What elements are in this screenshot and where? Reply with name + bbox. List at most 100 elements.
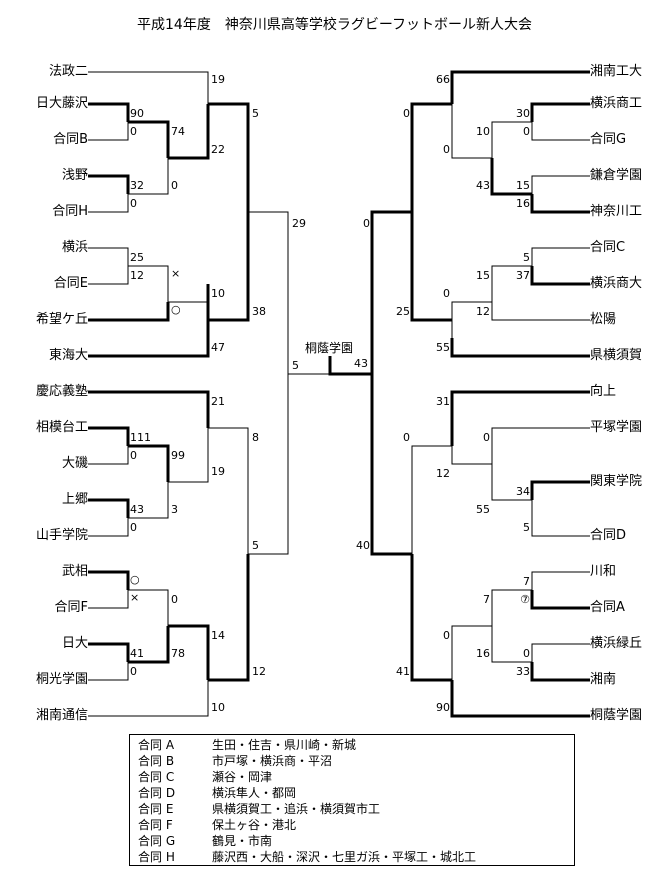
score: 14 xyxy=(211,629,225,642)
team-right-17: 湘南 xyxy=(590,672,617,687)
team-left-15: 武相 xyxy=(61,564,88,579)
team-right-18: 桐蔭学園 xyxy=(590,708,643,723)
win-mark: ○ xyxy=(130,573,140,586)
page-title: 平成14年度 神奈川県高等学校ラグビーフットボール新人大会 xyxy=(137,17,532,33)
legend-value: 瀬谷・岡津 xyxy=(212,770,273,784)
score: 7 xyxy=(523,575,530,588)
legend-key: 合同 F xyxy=(138,818,173,832)
score: 5 xyxy=(523,251,530,264)
score: 32 xyxy=(130,179,144,192)
legend-value: 保土ヶ谷・港北 xyxy=(212,818,297,832)
score: 10 xyxy=(211,287,225,300)
team-right-2: 横浜商工 xyxy=(590,96,643,111)
score: 5 xyxy=(523,521,530,534)
team-left-8: 希望ケ丘 xyxy=(35,312,88,327)
score: 43 xyxy=(130,503,144,516)
score: 99 xyxy=(171,449,185,462)
score: 7 xyxy=(483,593,490,606)
score: 66 xyxy=(436,73,450,86)
score: 12 xyxy=(436,467,450,480)
team-right-7: 横浜商大 xyxy=(590,276,643,291)
score: 0 xyxy=(443,287,450,300)
team-left-18: 桐光学園 xyxy=(35,672,88,687)
score: 5 xyxy=(292,359,299,372)
score: 0 xyxy=(443,143,450,156)
legend-key: 合同 D xyxy=(138,786,176,800)
score: 5 xyxy=(252,107,259,120)
score: 0 xyxy=(171,593,178,606)
score: 43 xyxy=(354,357,368,370)
team-left-5: 合同H xyxy=(52,204,88,219)
team-right-10: 向上 xyxy=(590,384,617,399)
score: 33 xyxy=(516,665,530,678)
score: 8 xyxy=(252,431,259,444)
team-left-3: 合同B xyxy=(53,132,88,147)
team-right-13: 合同D xyxy=(590,528,627,543)
score: 0 xyxy=(171,179,178,192)
team-left-14: 山手学院 xyxy=(35,528,88,543)
legend-key: 合同 G xyxy=(138,834,176,848)
team-right-5: 神奈川工 xyxy=(590,204,643,219)
legend-value: 市戸塚・横浜商・平沼 xyxy=(212,754,333,768)
score: 37 xyxy=(516,269,530,282)
legend-value: 藤沢西・大船・深沢・七里ガ浜・平塚工・城北工 xyxy=(212,850,477,864)
legend-value: 県横須賀工・追浜・横須賀市工 xyxy=(212,802,381,816)
score: 30 xyxy=(516,107,530,120)
legend-key: 合同 E xyxy=(138,802,174,816)
legend-value: 横浜隼人・都岡 xyxy=(212,786,297,800)
score: 47 xyxy=(211,341,225,354)
score: 15 xyxy=(476,269,490,282)
legend-key: 合同 C xyxy=(138,770,175,784)
team-right-14: 川和 xyxy=(590,564,617,579)
team-left-2: 日大藤沢 xyxy=(35,96,88,111)
team-left-1: 法政二 xyxy=(48,64,88,79)
score: 15 xyxy=(516,179,530,192)
score: 10 xyxy=(476,125,490,138)
team-right-8: 松陽 xyxy=(590,312,617,327)
legend-value: 鶴見・市南 xyxy=(212,834,273,848)
team-right-12: 関東学院 xyxy=(590,474,643,489)
score: 0 xyxy=(483,431,490,444)
score: 0 xyxy=(443,629,450,642)
team-right-16: 横浜緑丘 xyxy=(590,636,643,651)
score: 55 xyxy=(476,503,490,516)
loss-mark: × xyxy=(130,591,140,604)
score: 19 xyxy=(211,465,225,478)
score: 12 xyxy=(130,269,144,282)
score: 5 xyxy=(252,539,259,552)
score: 0 xyxy=(523,647,530,660)
win-mark: ○ xyxy=(171,303,181,316)
team-right-6: 合同C xyxy=(590,240,626,255)
score: 43 xyxy=(476,179,490,192)
score: 25 xyxy=(396,305,410,318)
line-hosei2 xyxy=(88,71,209,104)
champion-label: 桐蔭学園 xyxy=(305,341,354,355)
team-left-9: 東海大 xyxy=(48,348,88,363)
score: 19 xyxy=(211,73,225,86)
team-right-11: 平塚学園 xyxy=(590,420,643,435)
team-left-11: 相模台工 xyxy=(35,420,88,435)
team-right-4: 鎌倉学園 xyxy=(590,168,643,183)
score: 34 xyxy=(516,485,530,498)
score: 38 xyxy=(252,305,266,318)
score: 0 xyxy=(130,665,137,678)
score: 0 xyxy=(130,521,137,534)
team-left-6: 横浜 xyxy=(61,240,88,255)
score: 0 xyxy=(130,449,137,462)
score: 12 xyxy=(476,305,490,318)
score: 78 xyxy=(171,647,185,660)
team-left-4: 浅野 xyxy=(61,168,88,183)
legend-value: 生田・住吉・県川崎・新城 xyxy=(212,738,357,752)
team-left-16: 合同F xyxy=(54,600,88,615)
legend-box: 合同 A 生田・住吉・県川崎・新城 合同 B 市戸塚・横浜商・平沼 合同 C 瀬谷・岡… xyxy=(129,734,575,866)
team-right-3: 合同G xyxy=(590,132,627,147)
score: 41 xyxy=(396,665,410,678)
team-left-10: 慶応義塾 xyxy=(35,384,88,399)
score: 25 xyxy=(130,251,144,264)
team-left-13: 上郷 xyxy=(61,492,88,507)
score: 10 xyxy=(211,701,225,714)
legend-key: 合同 A xyxy=(138,738,175,752)
legend-key: 合同 B xyxy=(138,754,175,768)
score: 0 xyxy=(403,431,410,444)
score: 0 xyxy=(130,197,137,210)
